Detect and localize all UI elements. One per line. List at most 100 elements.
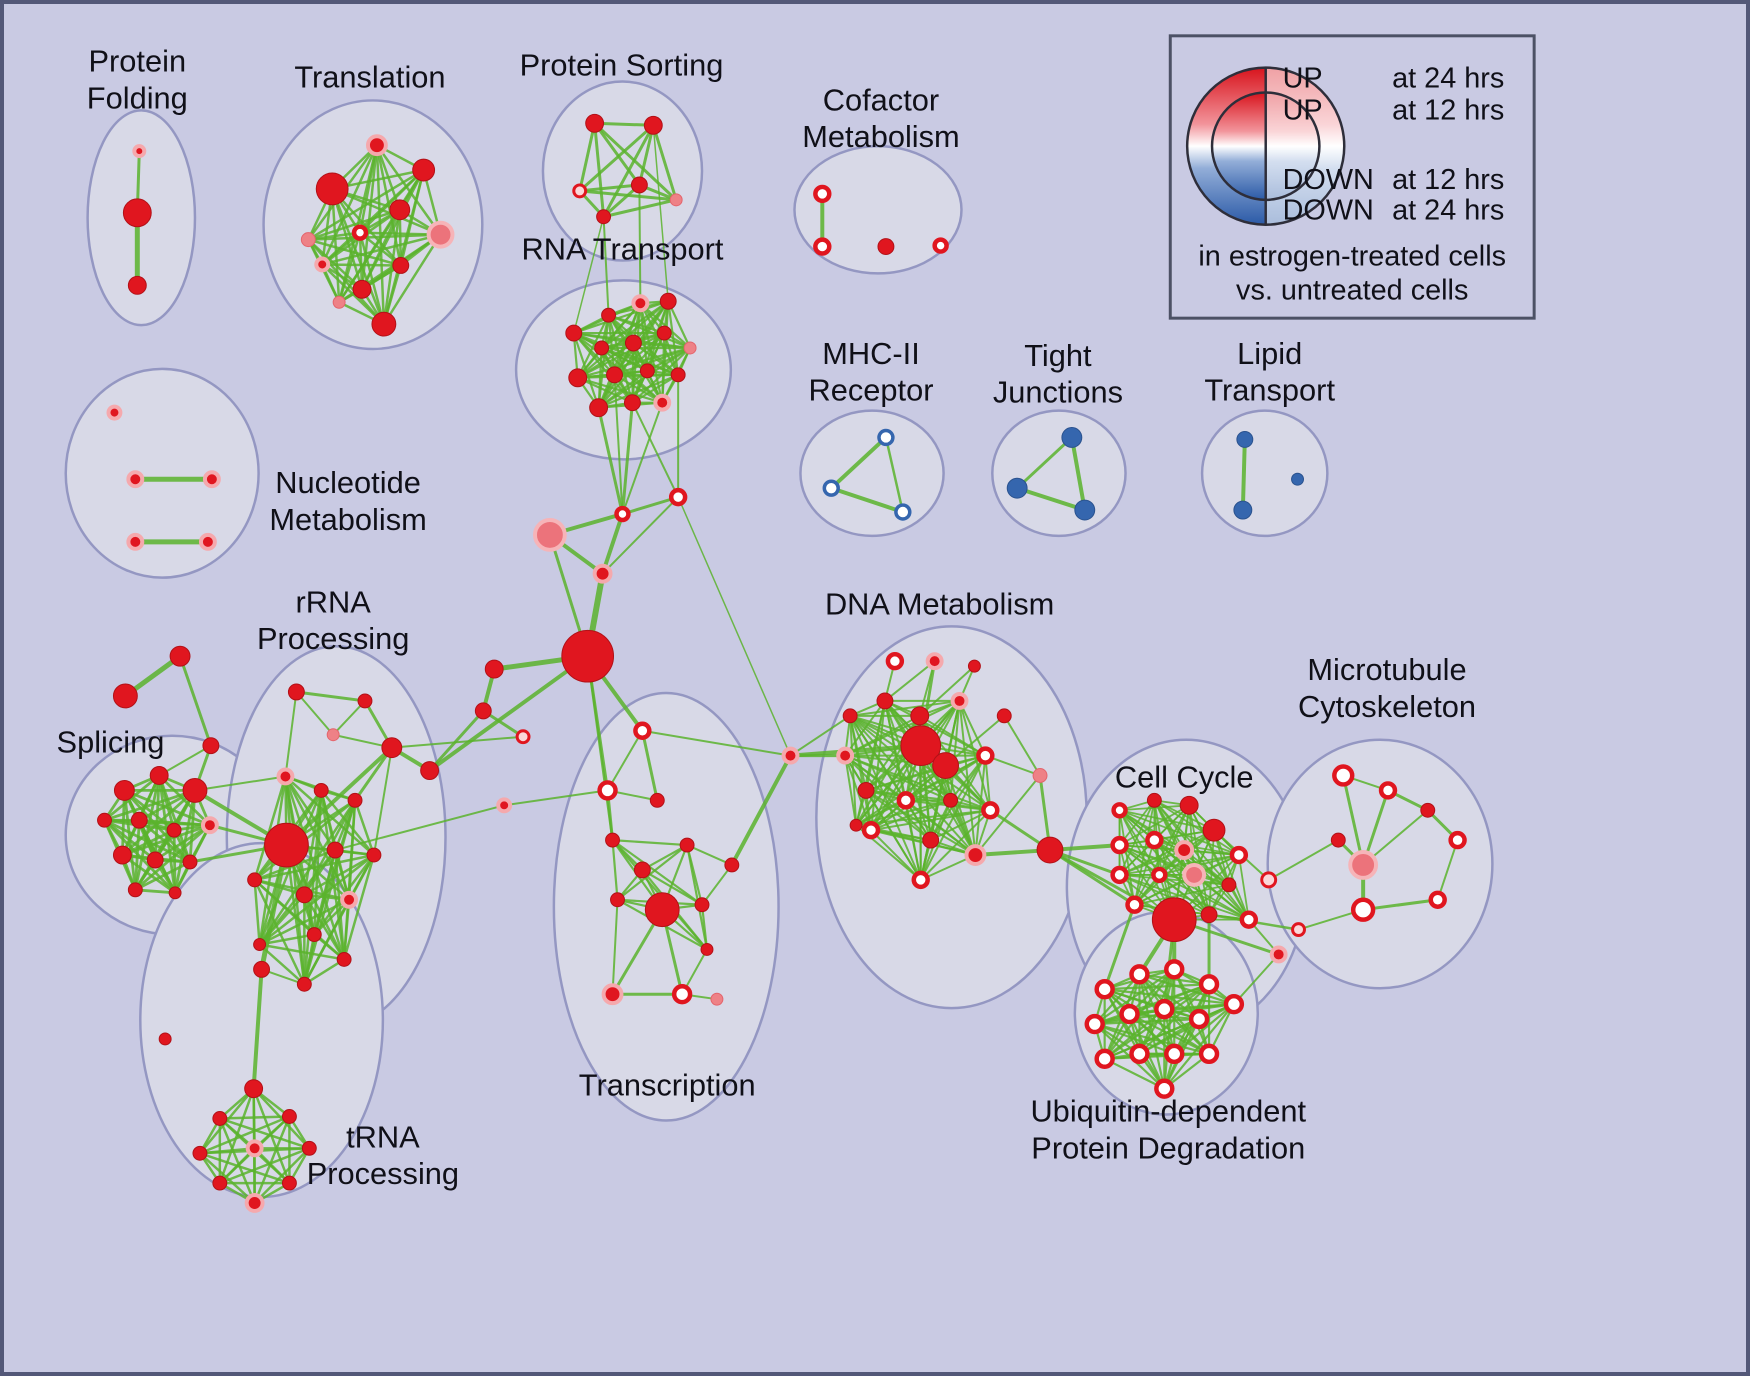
network-node-tr11 — [244, 1193, 265, 1213]
network-edge — [1188, 804, 1210, 916]
network-node-tc8 — [610, 892, 625, 908]
cluster-label-protein-sorting: Protein Sorting — [520, 48, 724, 83]
network-node-tc10 — [724, 857, 740, 873]
network-node-tl3 — [412, 158, 436, 182]
network-node-mt6 — [1348, 850, 1379, 880]
network-edge — [503, 789, 609, 807]
cluster-label-nucleotide-metabolism: Metabolism — [269, 502, 426, 537]
network-edge — [855, 809, 992, 827]
network-node-rr10 — [326, 841, 344, 859]
network-node-cc10 — [1151, 866, 1168, 884]
network-node-tr7 — [245, 1139, 264, 1158]
cluster-label-cofactor-metabolism: Metabolism — [802, 119, 959, 154]
network-node-ub2 — [1129, 964, 1150, 985]
network-node-dm10 — [900, 725, 942, 767]
network-node-cf3 — [877, 238, 895, 256]
network-edge — [198, 1152, 256, 1205]
network-edge — [1163, 1003, 1235, 1011]
network-node-cc6 — [1145, 830, 1164, 850]
network-edge — [1103, 903, 1136, 991]
network-node-dm16 — [943, 792, 959, 808]
network-node-rr13 — [295, 886, 313, 904]
network-node-mh3 — [894, 503, 912, 521]
network-node-ub10 — [1094, 1048, 1115, 1070]
network-edge — [632, 341, 680, 376]
network-edge — [358, 231, 386, 326]
cluster-ellipse-lipid-transport — [1200, 409, 1329, 538]
network-node-ub1 — [1094, 979, 1115, 1000]
network-node-cf2 — [813, 237, 832, 256]
network-edge — [613, 331, 666, 376]
network-edge — [1133, 799, 1156, 906]
network-edge — [1118, 799, 1156, 876]
network-edge — [353, 799, 376, 857]
network-node-cc8 — [1229, 845, 1249, 865]
network-node-rt10 — [606, 366, 623, 384]
network-node-ub13 — [1198, 1043, 1220, 1065]
network-edge — [307, 233, 442, 241]
network-edge — [637, 123, 655, 187]
network-node-rr16 — [253, 938, 267, 951]
network-edge — [620, 495, 680, 516]
network-node-rr12 — [247, 872, 263, 888]
network-edge — [661, 331, 666, 404]
network-node-mt1 — [1332, 764, 1355, 787]
cluster-label-dna-metabolism: DNA Metabolism — [825, 586, 1054, 621]
network-edge — [294, 690, 367, 703]
network-edge — [1093, 1017, 1201, 1026]
network-edge — [870, 799, 952, 832]
network-node-sp8 — [112, 845, 132, 865]
network-edge — [958, 699, 987, 757]
network-node-tl6 — [389, 199, 411, 221]
network-edge — [428, 709, 485, 773]
network-edge — [153, 823, 212, 862]
network-edge — [855, 699, 886, 827]
network-node-cc7 — [1174, 840, 1195, 860]
network-edge — [593, 121, 606, 219]
network-edge — [884, 436, 905, 514]
network-node-tc9 — [694, 897, 710, 913]
network-node-dm2 — [925, 652, 944, 671]
network-edge — [337, 231, 362, 304]
network-edge — [865, 789, 932, 842]
network-node-sp11 — [127, 882, 143, 898]
network-edge — [1341, 773, 1365, 867]
network-node-rt8 — [683, 341, 697, 355]
network-edge — [193, 775, 287, 792]
cluster-label-microtubule-cytoskeleton: Cytoskeleton — [1298, 689, 1476, 724]
network-node-rr5 — [420, 761, 440, 780]
network-edge — [597, 331, 666, 409]
network-node-tl9 — [352, 279, 372, 299]
network-edge — [613, 373, 624, 516]
network-node-hub — [561, 629, 615, 683]
network-node-mt2 — [1378, 781, 1398, 800]
network-node-dm15 — [896, 791, 916, 810]
network-edge — [631, 300, 670, 404]
network-edge — [602, 123, 655, 219]
network-edge — [258, 898, 351, 946]
network-node-ccL — [1036, 836, 1064, 864]
network-node-ub3 — [1164, 959, 1185, 980]
network-node-cc1 — [1111, 802, 1128, 819]
network-node-ub6 — [1119, 1003, 1140, 1025]
network-edge — [865, 754, 987, 792]
network-node-tc4 — [605, 832, 620, 848]
network-node-lp1 — [1236, 431, 1254, 448]
network-node-tr6 — [192, 1145, 208, 1161]
network-node-dm12 — [976, 746, 995, 765]
network-edge — [1163, 1008, 1211, 1055]
network-node-tr3 — [244, 1079, 264, 1099]
network-node-cn4 — [592, 563, 613, 584]
network-node-dnaLink — [781, 746, 800, 765]
network-node-rr9 — [264, 822, 309, 868]
network-node-sp12 — [168, 886, 182, 900]
network-node-rt7 — [656, 325, 672, 341]
network-node-sp0c — [202, 737, 220, 755]
network-edge — [1103, 1057, 1166, 1090]
network-edge — [974, 754, 987, 857]
legend-down-24-dir: DOWN — [1283, 195, 1374, 227]
network-edge — [641, 729, 792, 757]
network-node-cc9 — [1110, 865, 1129, 885]
network-edge — [320, 233, 442, 266]
